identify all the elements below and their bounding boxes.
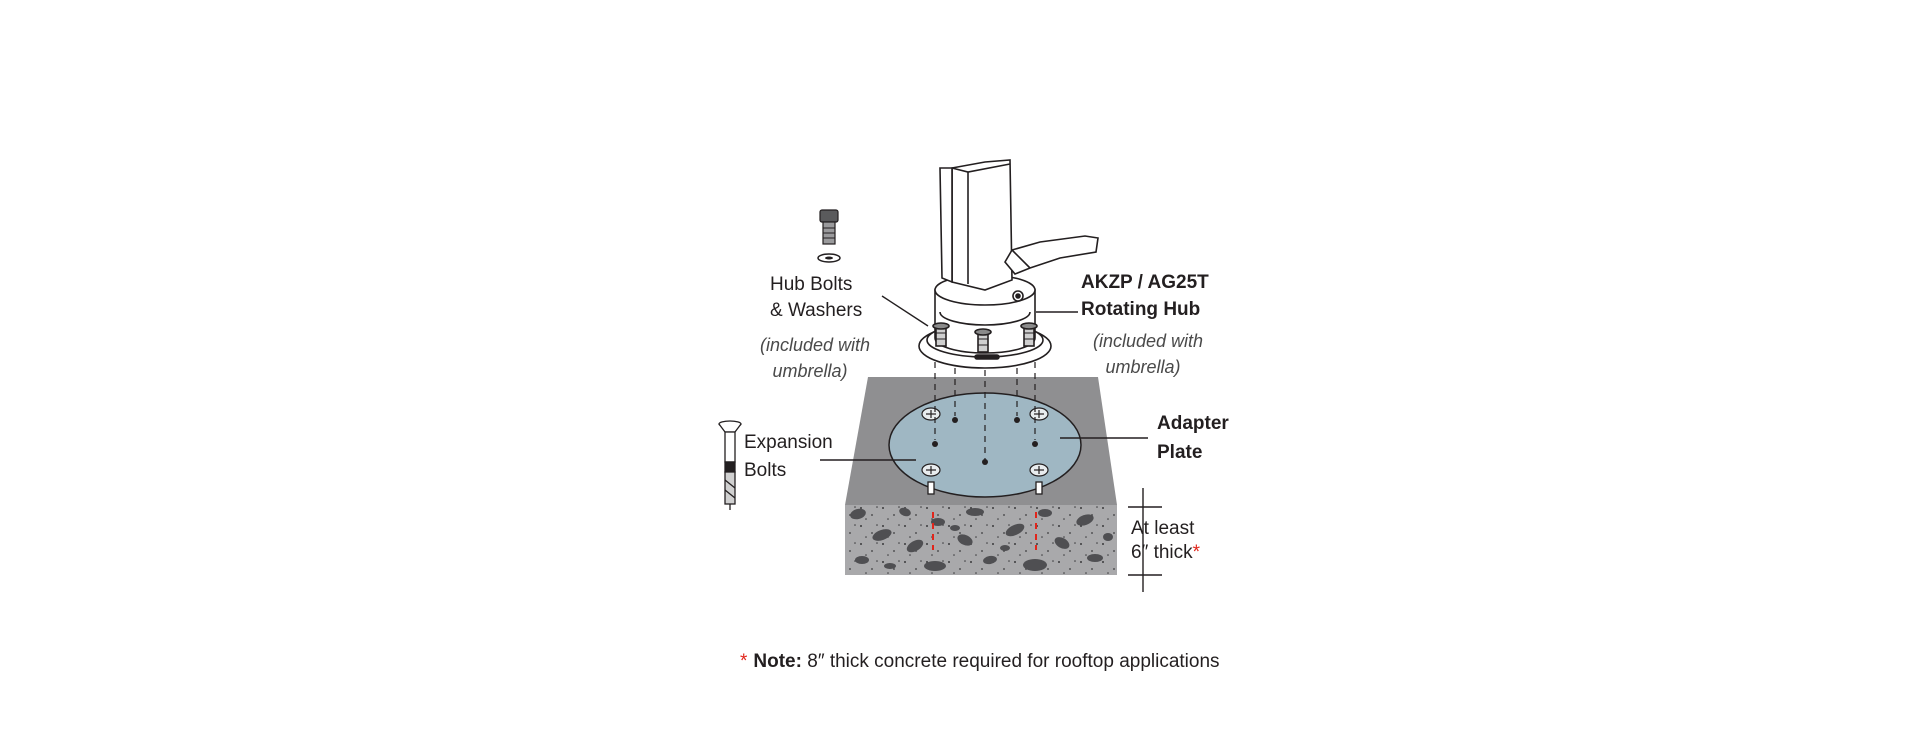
thickness-asterisk: * xyxy=(1193,542,1201,563)
thickness-label-line1: At least xyxy=(1131,518,1195,539)
expansion-label-line1: Expansion xyxy=(744,432,833,453)
thickness-label: At least 6″ thick* xyxy=(1131,518,1201,563)
hub-bolts-note: (included with umbrella) xyxy=(760,335,870,381)
hub-bolts-note-line1: (included with xyxy=(760,335,870,355)
hub-lever xyxy=(1004,235,1099,275)
hub-bolt-washer-icon xyxy=(817,209,841,263)
hub-note-line2: umbrella) xyxy=(1105,357,1180,377)
hub-title-label: AKZP / AG25T Rotating Hub xyxy=(1081,272,1209,320)
leader-lines xyxy=(820,295,1162,592)
footnote-bold: Note: xyxy=(753,651,802,672)
hub-bolts xyxy=(932,322,1038,353)
hub-note-line1: (included with xyxy=(1093,331,1203,351)
expansion-bolts-label: Expansion Bolts xyxy=(744,432,833,481)
hub-bolts-note-line2: umbrella) xyxy=(772,361,847,381)
thickness-value: 6″ thick xyxy=(1131,542,1193,563)
hub-title-line1: AKZP / AG25T xyxy=(1081,272,1209,293)
adapter-plate-label: Adapter Plate xyxy=(1157,413,1229,463)
hub-upright xyxy=(951,159,1013,291)
expansion-bolt-icon xyxy=(718,420,742,510)
footnote: *Note: 8″ thick concrete required for ro… xyxy=(740,651,1220,672)
threaded-holes xyxy=(932,417,1038,465)
expansion-label-line2: Bolts xyxy=(744,460,786,481)
alignment-lines xyxy=(934,362,1036,460)
hub-bolts-label-line1: Hub Bolts xyxy=(770,274,852,295)
footnote-asterisk: * xyxy=(740,651,748,672)
hub-title-line2: Rotating Hub xyxy=(1081,299,1200,320)
hub-bolts-label-line2: & Washers xyxy=(770,300,862,321)
adapter-label-line2: Plate xyxy=(1157,442,1202,463)
footnote-text: 8″ thick concrete required for rooftop a… xyxy=(802,651,1220,672)
adapter-label-line1: Adapter xyxy=(1157,413,1229,434)
rotating-hub xyxy=(918,159,1099,369)
hub-note: (included with umbrella) xyxy=(1093,331,1203,377)
thickness-label-line2: 6″ thick* xyxy=(1131,542,1201,563)
hub-bolts-label: Hub Bolts & Washers xyxy=(770,274,862,321)
concrete-stones xyxy=(850,507,1113,571)
